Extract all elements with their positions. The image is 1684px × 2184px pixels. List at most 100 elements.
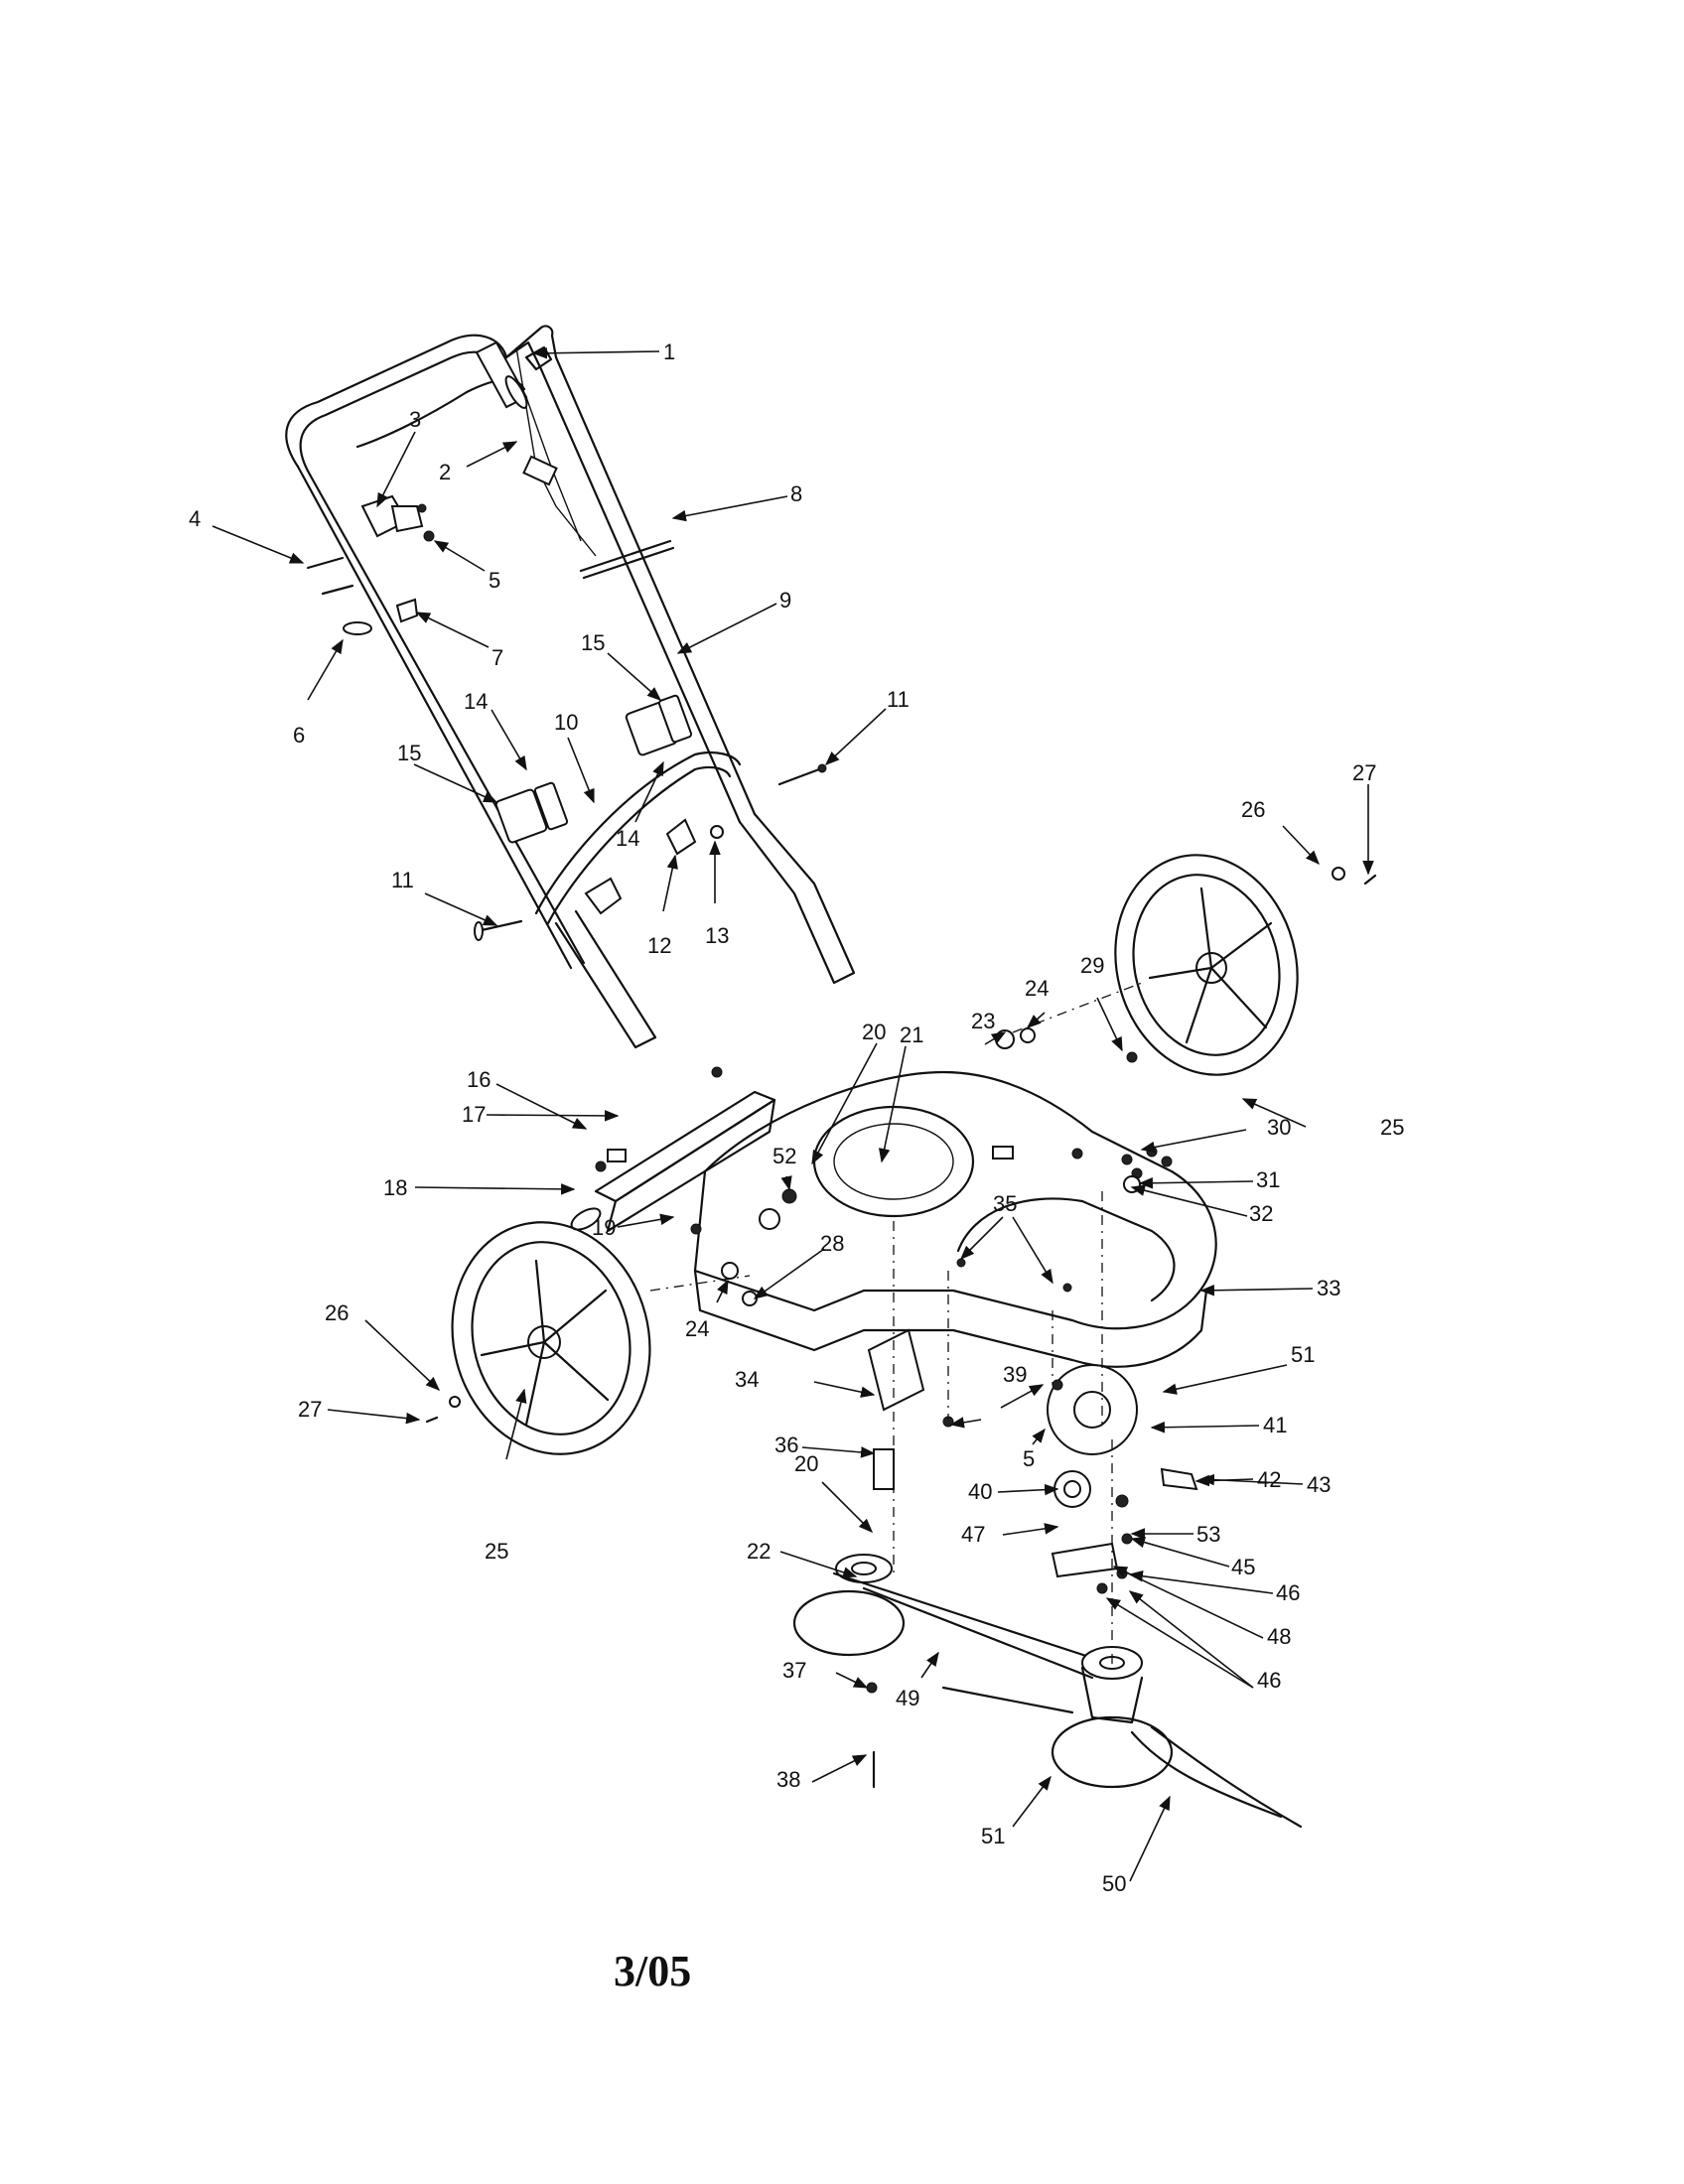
part-callout: 46	[1105, 1590, 1281, 1693]
callout-label: 13	[705, 923, 729, 948]
callout-label: 6	[293, 723, 305, 748]
centerlines	[649, 982, 1143, 1668]
callout-label: 12	[647, 933, 671, 958]
part-callout: 21	[878, 1023, 923, 1163]
part-callout: 16	[467, 1067, 588, 1130]
part-callout: 5	[1023, 1428, 1046, 1471]
callout-label: 37	[782, 1658, 806, 1683]
callout-label: 47	[961, 1522, 985, 1547]
revision-date: 3/05	[614, 1947, 692, 1995]
part-callout: 2	[439, 441, 518, 484]
callout-label: 2	[439, 460, 451, 484]
callout-label: 46	[1257, 1668, 1281, 1693]
part-callout: 48	[1112, 1566, 1291, 1649]
part-callout: 15	[581, 630, 662, 701]
part-callout: 25	[1241, 1098, 1404, 1140]
left-wheel	[451, 1221, 651, 1455]
part-callout: 11	[391, 868, 498, 926]
part-callout: 25	[485, 1388, 527, 1564]
part-callout: 22	[747, 1539, 858, 1578]
part-callout: 36	[774, 1433, 876, 1458]
part-callout: 23	[971, 1009, 1007, 1045]
callout-label: 7	[491, 645, 503, 670]
callout-label: 14	[616, 826, 639, 851]
callout-label: 45	[1231, 1555, 1255, 1579]
part-callout: 26	[325, 1300, 441, 1391]
part-callout: 14	[464, 689, 527, 771]
part-callout: 6	[293, 638, 344, 748]
part-callout: 47	[961, 1522, 1059, 1547]
callout-label: 24	[1025, 976, 1049, 1001]
handle-knobs	[584, 818, 724, 915]
callout-label: 9	[779, 588, 791, 613]
callout-label: 27	[298, 1397, 322, 1422]
part-callout: 20	[794, 1451, 874, 1534]
callout-label: 8	[790, 481, 802, 506]
part-callout: 41	[1150, 1413, 1287, 1437]
callout-label: 40	[968, 1479, 992, 1504]
part-callout: 19	[592, 1213, 675, 1240]
callout-label: 46	[1276, 1580, 1300, 1605]
callout-label: 53	[1196, 1522, 1220, 1547]
part-callout: 27	[1352, 760, 1376, 876]
part-callout: 15	[397, 741, 498, 803]
right-wheel	[1114, 854, 1299, 1076]
part-callout: 31	[1138, 1167, 1280, 1192]
callout-label: 16	[467, 1067, 491, 1092]
deflector-shield	[570, 1066, 776, 1233]
callout-label: 21	[900, 1023, 923, 1047]
callout-label: 22	[747, 1539, 771, 1564]
part-callout: 20	[811, 1020, 886, 1165]
callout-label: 35	[993, 1191, 1017, 1216]
callout-label: 49	[896, 1686, 919, 1710]
wheel-hardware	[425, 867, 1377, 1424]
drive-belt	[792, 1554, 1303, 1829]
part-callout: 24	[685, 1279, 729, 1341]
callout-label: 43	[1307, 1472, 1331, 1497]
part-callout: 4	[189, 506, 305, 564]
callout-label: 42	[1257, 1467, 1281, 1492]
callout-label: 25	[485, 1539, 508, 1564]
part-callout: 3	[376, 407, 421, 508]
part-callout: 8	[671, 481, 802, 522]
callout-label: 26	[325, 1300, 349, 1325]
callout-label: 38	[776, 1767, 800, 1792]
callout-label: 51	[981, 1824, 1005, 1848]
callout-label: 3	[409, 407, 421, 432]
callout-label: 15	[581, 630, 605, 655]
part-callout: 52	[772, 1144, 796, 1191]
callout-label: 10	[554, 710, 578, 735]
callout-label: 24	[685, 1316, 709, 1341]
callout-label: 20	[862, 1020, 886, 1044]
part-callout: 46	[1128, 1570, 1300, 1605]
callout-label: 28	[820, 1231, 844, 1256]
callout-label: 50	[1102, 1871, 1126, 1896]
callout-label: 19	[592, 1215, 616, 1240]
callout-label: 48	[1267, 1624, 1291, 1649]
callout-label: 5	[1023, 1446, 1035, 1471]
part-callout: 30	[1140, 1115, 1291, 1154]
part-callout: 24	[1025, 976, 1049, 1028]
callout-label: 51	[1291, 1342, 1315, 1367]
part-callout: 38	[776, 1754, 868, 1792]
part-callout: 43	[1199, 1472, 1331, 1497]
callout-label: 14	[464, 689, 488, 714]
callout-label: 11	[887, 687, 910, 712]
part-callout: 10	[554, 710, 595, 804]
cable-assembly	[522, 396, 582, 542]
part-callout: 37	[782, 1658, 869, 1689]
callout-label: 30	[1267, 1115, 1291, 1140]
callout-label: 29	[1080, 953, 1104, 978]
callout-label: 18	[383, 1175, 407, 1200]
part-callout: 28	[753, 1231, 844, 1299]
part-callout: 49	[896, 1651, 939, 1710]
callout-label: 26	[1241, 797, 1265, 822]
callout-label: 33	[1317, 1276, 1340, 1300]
part-callout: 27	[298, 1397, 421, 1425]
part-callout: 1	[532, 340, 675, 364]
part-callout: 18	[383, 1175, 576, 1200]
callout-label: 4	[189, 506, 201, 531]
cross-rod	[579, 539, 675, 580]
callout-label: 20	[794, 1451, 818, 1476]
callout-label: 27	[1352, 760, 1376, 785]
